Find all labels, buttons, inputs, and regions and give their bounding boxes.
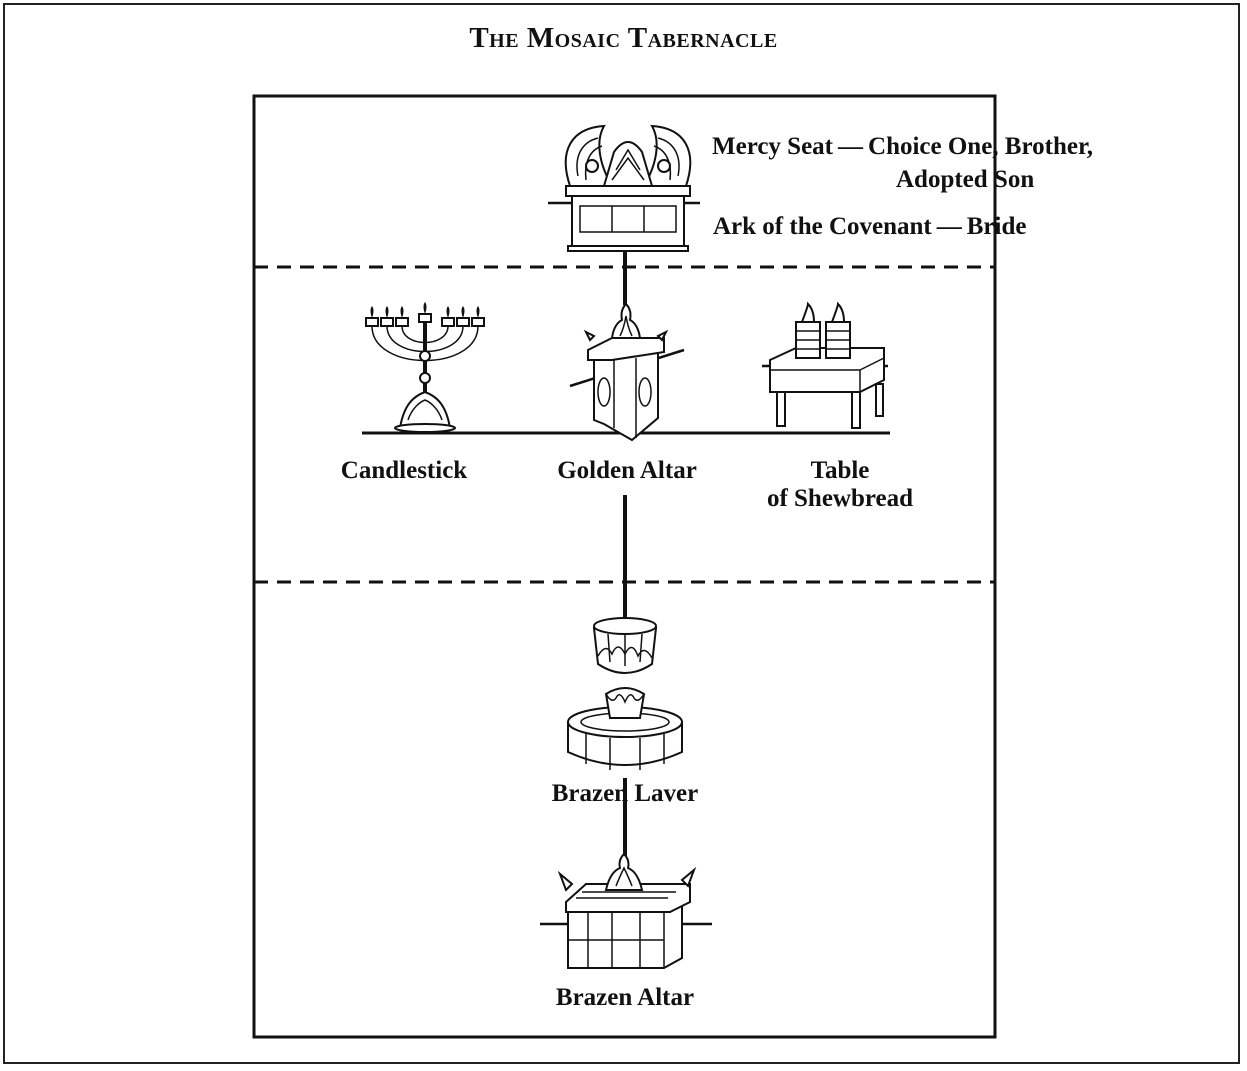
mercy-seat-label: Mercy Seat — Choice One, Brother, bbox=[712, 133, 1094, 160]
golden-altar-illustration bbox=[569, 302, 685, 442]
ark-of-covenant-illustration bbox=[548, 124, 700, 252]
golden-altar-label: Golden Altar bbox=[557, 457, 697, 484]
candlestick-label: Candlestick bbox=[340, 457, 468, 484]
table-label: Table bbox=[810, 457, 870, 484]
diagram-title: The Mosaic Tabernacle bbox=[469, 22, 778, 54]
brazen-altar-illustration bbox=[540, 852, 712, 969]
brazen-altar-label: Brazen Altar bbox=[555, 984, 695, 1011]
brazen-laver-illustration bbox=[567, 617, 683, 770]
table-of-shewbread-illustration bbox=[762, 301, 888, 429]
tabernacle-enclosure bbox=[252, 94, 997, 1039]
brazen-laver-label: Brazen Laver bbox=[551, 780, 699, 807]
table-label-continued: of Shewbread bbox=[766, 485, 914, 512]
mercy-seat-label-continued: Adopted Son bbox=[896, 166, 1035, 193]
ark-of-covenant-label: Ark of the Covenant — Bride bbox=[713, 213, 1027, 240]
outer-frame bbox=[3, 3, 1240, 1064]
candlestick-illustration bbox=[365, 302, 485, 433]
